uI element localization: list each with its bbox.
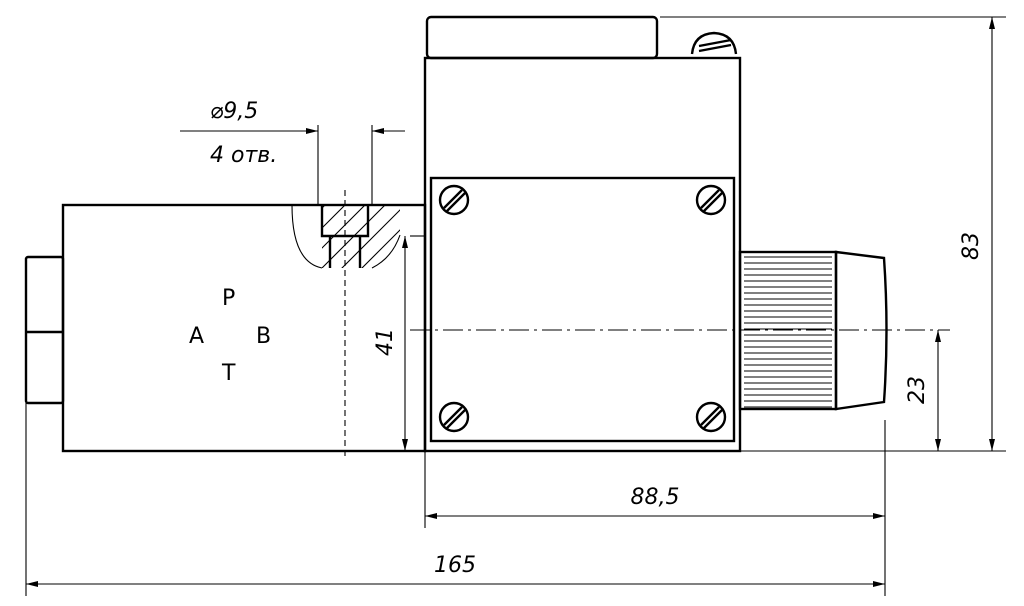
cover-screw-icon [438,184,470,216]
port-b-label: B [256,324,271,349]
mounting-hole-section [291,125,401,460]
solenoid-housing [423,15,742,453]
port-p-label: P [222,286,235,311]
cover-screw-icon [695,184,727,216]
cover-screw-icon [695,401,727,433]
hole-diameter-label: ⌀9,5 [210,99,258,124]
valve-body [61,203,427,453]
dim-axis-height: 23 [905,376,930,404]
dim-overall-length: 165 [434,553,476,578]
dimension-lines [26,17,995,587]
end-plug [24,255,65,405]
dim-base-height: 41 [373,328,398,356]
dim-overall-height: 83 [959,232,984,260]
top-screw-icon [690,31,738,55]
dim-solenoid-length: 88,5 [631,485,680,510]
port-a-label: A [189,324,204,349]
hole-count-label: 4 отв. [210,143,277,168]
port-t-label: T [221,361,236,386]
extension-lines [25,16,1006,596]
cable-gland [738,250,888,411]
cover-screw-icon [438,401,470,433]
